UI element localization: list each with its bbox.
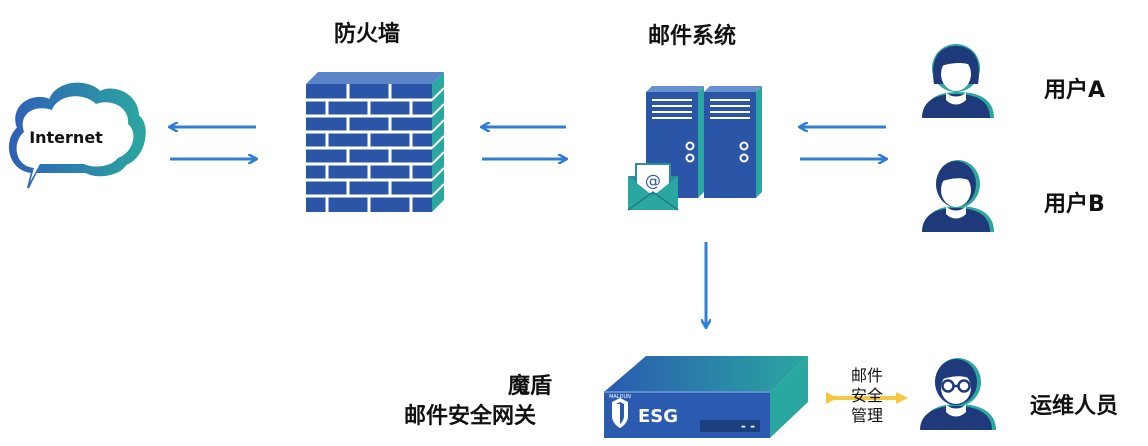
user-icon	[922, 160, 994, 232]
gateway-device-text: ESG	[638, 406, 678, 427]
user-a-label: 用户A	[1044, 78, 1106, 103]
admin-link-line1: 邮件	[850, 366, 883, 385]
firewall-label: 防火墙	[334, 22, 401, 47]
user-with-glasses-icon	[920, 358, 996, 430]
admin-link-line2: 安全	[850, 386, 883, 405]
brick-wall-icon	[306, 72, 445, 212]
internet-label: Internet	[29, 128, 103, 147]
admin-link-line3: 管理	[850, 406, 883, 425]
cloud-icon	[9, 82, 146, 189]
admin-link-label: 邮件 安全 管理	[846, 366, 888, 426]
svg-text:@: @	[645, 171, 661, 190]
operator-label: 运维人员	[1030, 394, 1119, 419]
mail-system-label: 邮件系统	[648, 24, 737, 49]
security-appliance-icon	[604, 356, 808, 438]
gateway-label-line1: 魔盾	[508, 374, 553, 399]
envelope-icon: @	[627, 163, 679, 211]
gateway-brand-text: MALDUN	[609, 394, 631, 400]
gateway-label-line2: 邮件安全网关	[404, 404, 537, 429]
user-b-label: 用户B	[1044, 192, 1105, 217]
user-icon	[922, 44, 994, 118]
gateway-display-text: - -	[741, 419, 755, 433]
